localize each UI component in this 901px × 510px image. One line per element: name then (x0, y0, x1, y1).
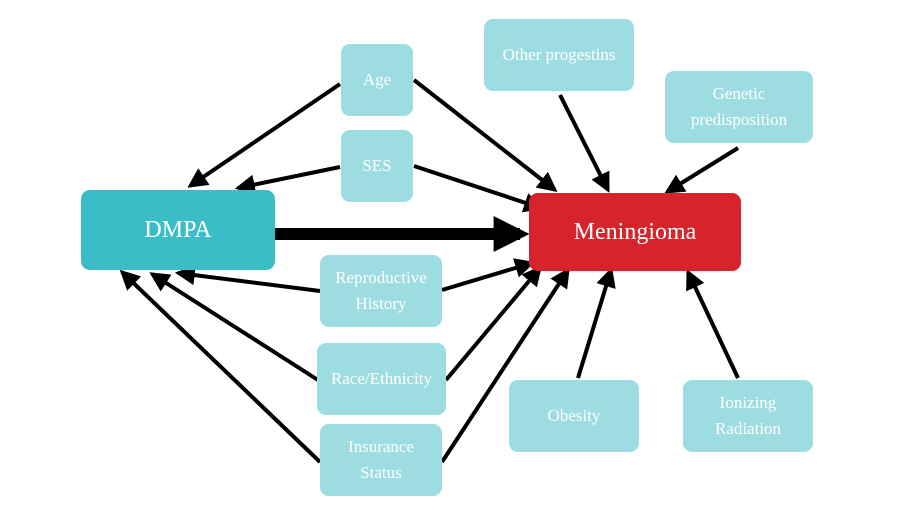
node-race-ethnicity-label: Race/Ethnicity (330, 369, 433, 388)
arrow-race-to-dmpa (149, 272, 320, 382)
node-race-ethnicity: Race/Ethnicity (317, 343, 446, 415)
node-insurance-status: Insurance Status (320, 424, 442, 496)
node-age-label: Age (362, 70, 392, 89)
node-reproductive-history: Reproductive History (320, 255, 442, 327)
node-obesity: Obesity (509, 380, 639, 452)
arrow-ses-to-meningioma (413, 164, 545, 213)
node-ionizing-radiation: Ionizing Radiation (683, 380, 813, 452)
arrow-genetic-to-meningioma (664, 146, 740, 194)
node-ionizing-radiation-label: Ionizing Radiation (714, 393, 782, 438)
node-dmpa: DMPA (81, 190, 275, 270)
node-reproductive-history-label: Reproductive History (335, 268, 427, 313)
node-dmpa-label: DMPA (144, 216, 212, 243)
arrow-age-to-dmpa (187, 82, 342, 188)
node-meningioma: Meningioma (529, 193, 741, 271)
arrow-race-to-meningioma (444, 265, 543, 382)
node-ses: SES (341, 130, 413, 202)
arrow-insurance-to-meningioma (440, 267, 570, 464)
node-genetic-predisposition-label: Genetic predisposition (690, 84, 788, 129)
arrow-age-to-meningioma (412, 78, 558, 192)
arrow-radiation-to-meningioma (686, 269, 740, 379)
arrow-obesity-to-meningioma (576, 266, 616, 379)
node-meningioma-label: Meningioma (573, 218, 697, 245)
node-ses-label: SES (362, 156, 392, 175)
arrow-progestins-to-meningioma (558, 94, 610, 193)
arrow-insurance-to-dmpa (119, 269, 322, 464)
arrow-reproductive-to-dmpa (174, 265, 321, 293)
node-obesity-label: Obesity (547, 406, 601, 425)
arrow-ses-to-dmpa (234, 165, 341, 195)
node-other-progestins: Other progestins (484, 19, 634, 91)
node-age: Age (341, 44, 413, 116)
node-genetic-predisposition: Genetic predisposition (665, 71, 813, 143)
arrow-reproductive-to-meningioma (441, 258, 536, 292)
node-other-progestins-label: Other progestins (502, 45, 616, 64)
node-insurance-status-label: Insurance Status (347, 437, 415, 482)
